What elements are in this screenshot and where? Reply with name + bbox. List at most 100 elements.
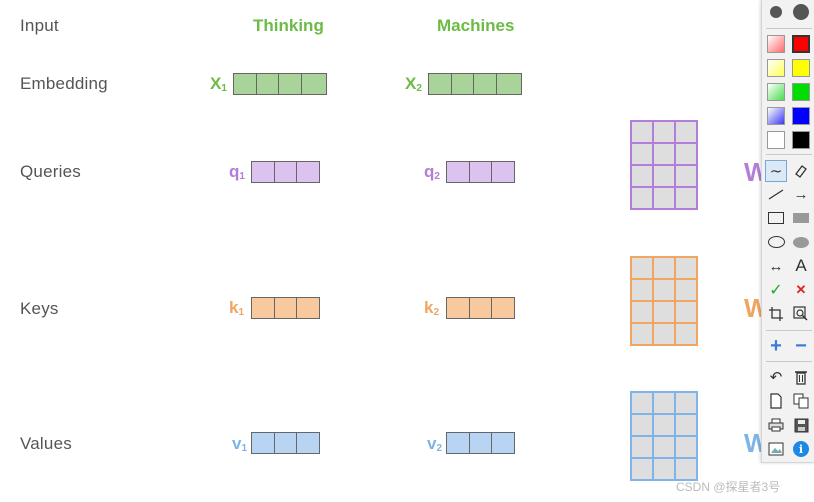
symbol-k1: k1 (229, 298, 245, 318)
vector-cell (473, 73, 497, 95)
vector-cell (273, 432, 298, 454)
matrix-cell (632, 324, 652, 344)
plus-icon[interactable]: + (770, 334, 782, 357)
matrix-cell (632, 302, 652, 322)
matrix-cell (654, 280, 674, 300)
symbol-v1: v1 (232, 434, 248, 454)
check-icon[interactable]: ✓ (769, 282, 783, 299)
matrix-cell (632, 415, 652, 435)
vector-cell (468, 297, 493, 319)
vector-cell (251, 161, 275, 183)
vector-cell (428, 73, 452, 95)
info-icon[interactable]: i (790, 438, 812, 460)
vector-cell (468, 432, 493, 454)
vector-cell (491, 297, 515, 319)
green-icon[interactable] (792, 83, 810, 101)
matrix-cell (676, 437, 696, 457)
matrix-cell (632, 144, 652, 164)
rect-filled-icon[interactable] (790, 207, 812, 229)
label-input: Input (20, 16, 59, 35)
weight-matrix-wk (630, 256, 698, 346)
toolbar-divider (766, 330, 812, 331)
green-gradient-icon[interactable] (767, 83, 785, 101)
undo-icon[interactable]: ↶ (769, 369, 783, 386)
word-thinking: Thinking (253, 16, 324, 35)
vector-cell (495, 73, 522, 95)
freehand-icon[interactable]: ∼ (765, 160, 787, 182)
label-queries: Queries (20, 162, 81, 181)
minus-icon[interactable]: − (795, 334, 807, 357)
weight-matrix-wq (630, 120, 698, 210)
matrix-cell (676, 324, 696, 344)
vector-cell (273, 161, 298, 183)
blue-gradient-icon[interactable] (767, 107, 785, 125)
weight-symbol-wv: W (744, 428, 762, 458)
symbol-q2: q2 (424, 162, 440, 182)
copy-icon[interactable] (790, 390, 812, 412)
vector-cell (296, 432, 320, 454)
matrix-cell (654, 393, 674, 413)
new-page-icon[interactable] (765, 390, 787, 412)
matrix-cell (676, 122, 696, 142)
matrix-cell (632, 188, 652, 208)
vector-cell (491, 161, 515, 183)
cross-icon[interactable]: ✕ (795, 282, 807, 297)
matrix-cell (676, 188, 696, 208)
label-values: Values (20, 434, 72, 453)
ellipse-outline-icon[interactable] (765, 231, 787, 253)
label-keys: Keys (20, 299, 59, 318)
weight-symbol-wk: W (744, 293, 762, 323)
matrix-cell (654, 302, 674, 322)
matrix-cell (632, 437, 652, 457)
double-arrow-icon[interactable]: ↔ (768, 257, 784, 275)
save-icon[interactable] (790, 414, 812, 436)
watermark: CSDN @探星者3号 (676, 480, 781, 494)
white-icon[interactable] (767, 131, 785, 149)
embedding-vector-x2 (428, 73, 522, 95)
eraser-icon[interactable] (790, 160, 812, 182)
matrix-cell (676, 144, 696, 164)
black-icon[interactable] (792, 131, 810, 149)
crop-icon[interactable] (765, 303, 787, 325)
weight-matrix-wv (630, 391, 698, 481)
matrix-cell (632, 393, 652, 413)
matrix-cell (632, 459, 652, 479)
matrix-cell (654, 144, 674, 164)
matrix-cell (632, 258, 652, 278)
matrix-cell (632, 122, 652, 142)
zoom-icon[interactable] (790, 303, 812, 325)
yellow-icon[interactable] (792, 59, 810, 77)
vector-cell (300, 73, 327, 95)
trash-icon[interactable] (790, 366, 812, 388)
vector-cell (255, 73, 280, 95)
matrix-cell (676, 302, 696, 322)
image-icon[interactable] (765, 438, 787, 460)
query-vector-q2 (446, 161, 515, 183)
value-vector-v1 (251, 432, 320, 454)
word-machines: Machines (437, 16, 515, 35)
matrix-cell (676, 166, 696, 186)
vector-cell (296, 297, 320, 319)
dot-small-icon[interactable] (765, 1, 787, 23)
symbol-k2: k2 (424, 298, 440, 318)
symbol-q1: q1 (229, 162, 245, 182)
matrix-cell (676, 393, 696, 413)
label-embedding: Embedding (20, 74, 108, 93)
key-vector-k2 (446, 297, 515, 319)
matrix-cell (654, 459, 674, 479)
red-icon[interactable] (792, 35, 810, 53)
rect-outline-icon[interactable] (765, 207, 787, 229)
text-icon[interactable]: A (795, 256, 807, 275)
arrow-icon[interactable]: → (793, 185, 809, 203)
yellow-gradient-icon[interactable] (767, 59, 785, 77)
dot-large-icon[interactable] (790, 1, 812, 23)
vector-cell (446, 297, 470, 319)
line-icon[interactable] (765, 183, 787, 205)
ellipse-filled-icon[interactable] (790, 231, 812, 253)
matrix-cell (632, 280, 652, 300)
red-gradient-icon[interactable] (767, 35, 785, 53)
symbol-x2: X2 (405, 74, 422, 94)
blue-icon[interactable] (792, 107, 810, 125)
print-icon[interactable] (765, 414, 787, 436)
matrix-cell (676, 415, 696, 435)
